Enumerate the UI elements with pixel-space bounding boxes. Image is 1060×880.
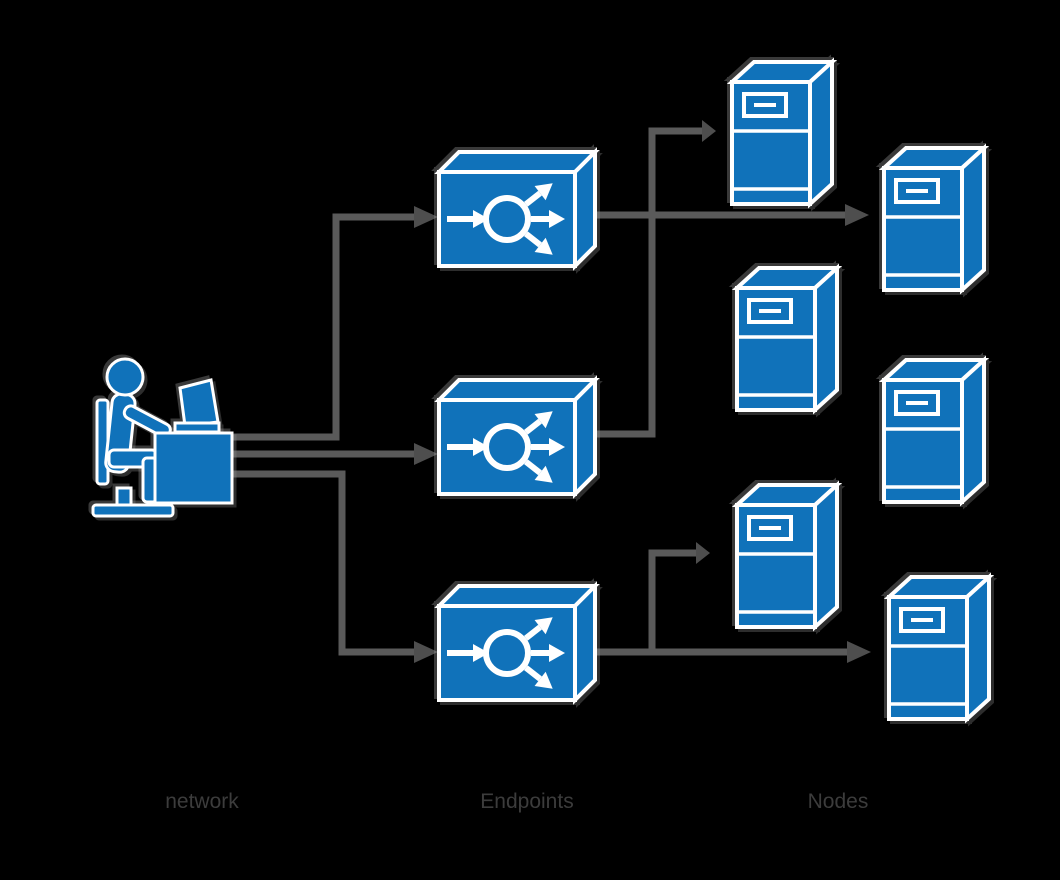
nodes-label: Nodes <box>808 790 869 813</box>
chair-base <box>91 503 175 518</box>
connector-lb2-to-server1 <box>597 120 716 438</box>
server-icon-2 <box>882 146 986 292</box>
load-balancer-icon-2 <box>439 380 595 494</box>
connector-lb3-to-server6 <box>597 641 871 663</box>
endpoints-label: Endpoints <box>480 790 573 813</box>
person-head <box>105 357 145 397</box>
connector-user-to-lb1 <box>220 206 438 441</box>
connector-user-to-lb2 <box>220 443 438 465</box>
network-label: network <box>165 790 239 813</box>
server-icon-1 <box>730 60 834 206</box>
server-icon-5 <box>735 483 839 629</box>
chair-back <box>95 398 110 486</box>
laptop-screen <box>178 378 220 428</box>
connector-user-to-lb3 <box>220 470 438 663</box>
laptop-base <box>173 421 221 434</box>
server-icon-3 <box>735 266 839 412</box>
connector-lb1-to-server2 <box>597 204 869 226</box>
server-icon-6 <box>887 575 991 721</box>
connector-lb3-to-server5 <box>648 542 710 652</box>
user-at-workstation-icon <box>91 357 234 518</box>
load-balancer-icon-3 <box>439 586 595 700</box>
desk <box>153 431 234 505</box>
server-icon-4 <box>882 358 986 504</box>
load-balancer-icon-1 <box>439 152 595 266</box>
